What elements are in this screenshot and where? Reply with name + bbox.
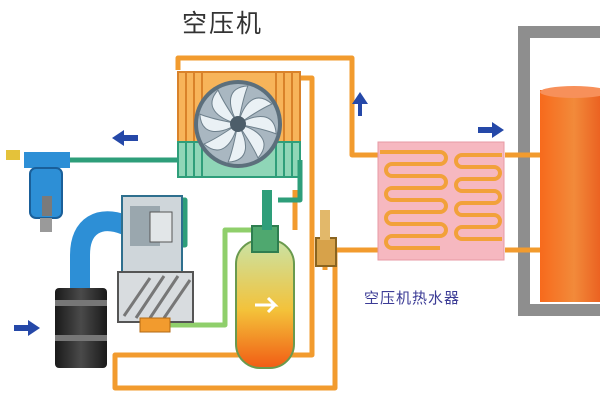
thermostatic-valve <box>315 210 337 267</box>
oil-separator-tank <box>235 190 295 369</box>
arrow-intake-icon <box>14 320 40 336</box>
exchanger-coil-right <box>454 153 502 241</box>
hot-pipe-top <box>175 55 378 158</box>
water-tank-cabinet <box>518 26 600 316</box>
exchanger-coil-left <box>380 150 448 250</box>
air-filter <box>55 288 107 368</box>
oil-pipe-lower <box>140 227 255 328</box>
intake-valve <box>121 195 183 275</box>
heat-exchanger <box>377 141 505 261</box>
hot-water-surface <box>540 86 600 98</box>
hot-pipe-return <box>112 75 378 391</box>
fan-icon <box>194 80 282 168</box>
hot-water-level <box>540 90 600 302</box>
air-pipe-separator <box>278 160 303 203</box>
arrow-right-icon <box>478 122 504 138</box>
diagram-title: 空压机 <box>182 9 264 38</box>
arrow-left-icon <box>112 130 138 146</box>
arrow-up-icon <box>352 92 368 116</box>
air-intake-pipe <box>70 211 135 300</box>
heater-caption: 空压机热水器 <box>364 289 461 307</box>
outlet-filter <box>6 150 70 232</box>
compressor-air-end <box>117 271 194 333</box>
